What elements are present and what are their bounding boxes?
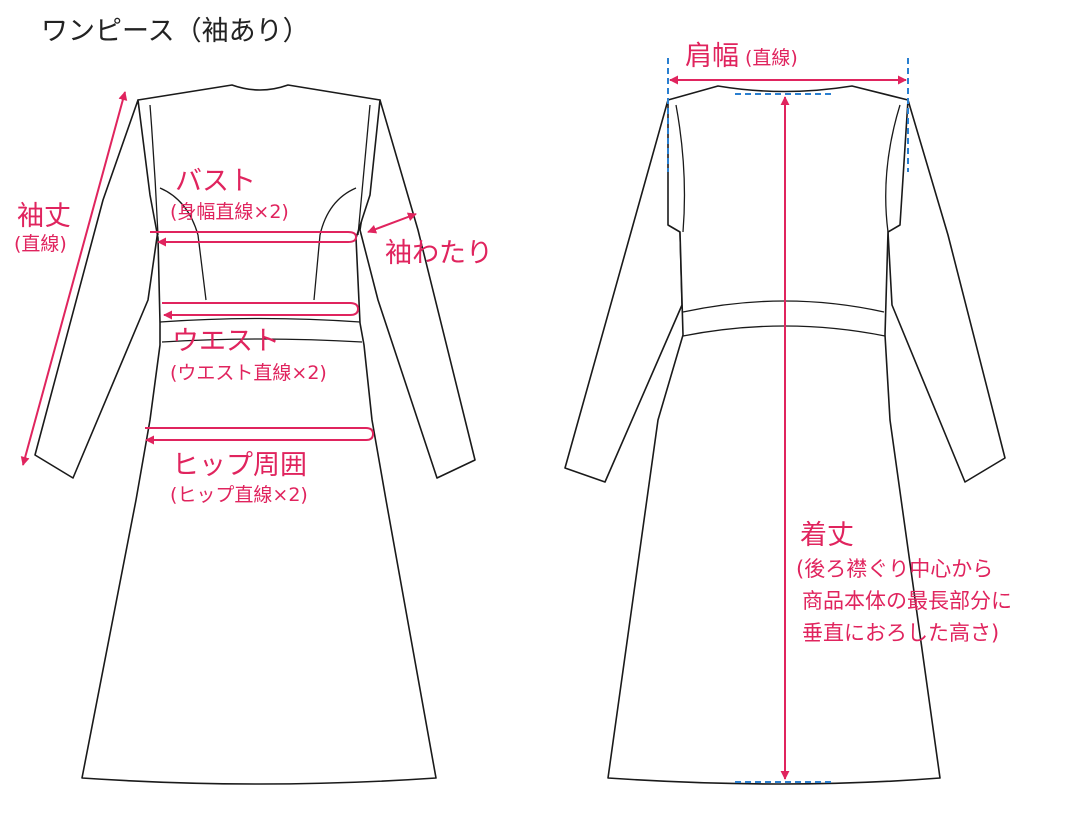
front-armhole-left: [149, 104, 159, 236]
hip-line: [145, 427, 375, 445]
waist-line: [162, 302, 360, 320]
front-waist-seam-bottom: [161, 338, 363, 343]
bust-note: (身幅直線×2): [170, 201, 289, 223]
hip-label: ヒップ周囲: [172, 450, 307, 481]
front-bodice: [81, 84, 437, 785]
front-left-sleeve: [34, 99, 159, 479]
page-title: ワンピース（袖あり）: [41, 16, 310, 47]
sleeve-length-arrow: [20, 91, 128, 466]
front-dart-right: [313, 187, 357, 301]
total-length-note-2: 商品本体の最長部分に: [802, 589, 1012, 613]
waist-note: (ウエスト直線×2): [170, 362, 327, 384]
sleeve-length-label: 袖丈: [17, 201, 71, 232]
total-length-note-3: 垂直におろした高さ): [802, 621, 1000, 645]
sleeve-width-label: 袖わたり: [385, 238, 493, 269]
shoulder-width-note: (直線): [745, 47, 798, 69]
front-waist-seam-top: [159, 317, 361, 323]
hip-note: (ヒップ直線×2): [170, 484, 308, 506]
total-length-note-1: (後ろ襟ぐり中心から: [796, 557, 994, 581]
back-bodice: [607, 85, 941, 785]
sleeve-length-note: (直線): [14, 233, 67, 255]
waist-label: ウエスト: [172, 326, 280, 357]
shoulder-width-label: 肩幅: [685, 41, 739, 72]
front-right-sleeve: [359, 99, 476, 479]
back-armhole-right: [885, 104, 901, 233]
total-length-label: 着丈: [800, 520, 854, 551]
bust-label: バスト: [175, 166, 256, 197]
front-armhole-right: [357, 104, 371, 236]
back-right-sleeve: [887, 99, 1006, 483]
sleeve-width-arrow: [367, 212, 417, 234]
bust-line: [150, 231, 358, 247]
back-dress: [564, 85, 1006, 785]
back-armhole-left: [675, 104, 686, 233]
front-dart-left: [159, 187, 207, 301]
